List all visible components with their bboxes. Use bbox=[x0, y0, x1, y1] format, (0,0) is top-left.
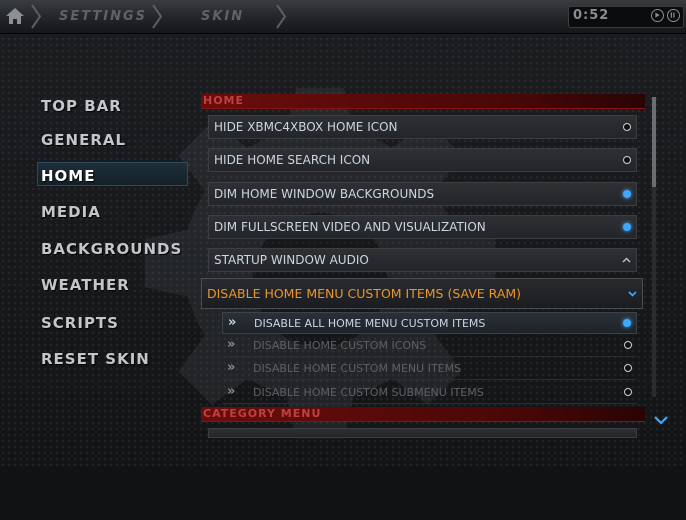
breadcrumb-skin[interactable]: SKIN bbox=[201, 9, 245, 24]
breadcrumb-separator-icon bbox=[276, 4, 287, 29]
menu-item-reset-skin[interactable]: RESET SKIN bbox=[41, 350, 150, 368]
menu-item-home[interactable]: HOME bbox=[41, 167, 96, 185]
breadcrumb-separator-icon bbox=[31, 4, 42, 29]
setting-label: STARTUP WINDOW AUDIO bbox=[214, 253, 369, 267]
play-icon[interactable] bbox=[651, 9, 664, 22]
section-title: CATEGORY MENU bbox=[203, 407, 322, 420]
menu-item-backgrounds[interactable]: BACKGROUNDS bbox=[41, 240, 183, 258]
double-chevron-right-icon: » bbox=[228, 315, 237, 330]
scroll-down-icon[interactable] bbox=[653, 414, 669, 426]
setting-label: DISABLE HOME CUSTOM SUBMENU ITEMS bbox=[253, 386, 484, 399]
chevron-down-icon bbox=[628, 291, 637, 297]
clock: 0:52 bbox=[573, 8, 610, 23]
sub-setting-disable-custom-menu-items[interactable]: » DISABLE HOME CUSTOM MENU ITEMS bbox=[222, 358, 637, 380]
double-chevron-right-icon: » bbox=[227, 360, 236, 375]
menu-item-weather[interactable]: WEATHER bbox=[41, 276, 130, 294]
menu-selection-highlight bbox=[37, 162, 188, 186]
menu-item-scripts[interactable]: SCRIPTS bbox=[41, 314, 119, 332]
radio-off-icon bbox=[624, 341, 632, 349]
setting-row-partial[interactable] bbox=[208, 428, 637, 438]
setting-startup-window-audio[interactable]: STARTUP WINDOW AUDIO bbox=[208, 248, 637, 272]
radio-on-icon bbox=[623, 319, 631, 327]
radio-on-icon bbox=[623, 190, 631, 198]
setting-label: DIM FULLSCREEN VIDEO AND VISUALIZATION bbox=[214, 220, 486, 234]
scrollbar-track[interactable] bbox=[652, 97, 656, 397]
setting-label: DIM HOME WINDOW BACKGROUNDS bbox=[214, 187, 435, 201]
radio-off-icon bbox=[623, 123, 631, 131]
home-icon[interactable] bbox=[4, 5, 26, 27]
sub-setting-disable-custom-submenu-items[interactable]: » DISABLE HOME CUSTOM SUBMENU ITEMS bbox=[222, 382, 637, 404]
menu-item-top-bar[interactable]: TOP BAR bbox=[41, 97, 122, 115]
setting-hide-xbmc4xbox-home-icon[interactable]: HIDE XBMC4XBOX HOME ICON bbox=[208, 115, 637, 139]
radio-off-icon bbox=[624, 364, 632, 372]
double-chevron-right-icon: » bbox=[227, 384, 236, 399]
breadcrumb-separator-icon bbox=[152, 4, 163, 29]
scrollbar-thumb[interactable] bbox=[652, 97, 656, 187]
setting-hide-home-search-icon[interactable]: HIDE HOME SEARCH ICON bbox=[208, 148, 637, 172]
sub-setting-disable-custom-icons[interactable]: » DISABLE HOME CUSTOM ICONS bbox=[222, 335, 637, 357]
menu-item-general[interactable]: GENERAL bbox=[41, 131, 127, 149]
setting-label: DISABLE HOME MENU CUSTOM ITEMS (SAVE RAM… bbox=[207, 286, 522, 301]
double-chevron-right-icon: » bbox=[227, 337, 236, 352]
setting-dim-home-window-backgrounds[interactable]: DIM HOME WINDOW BACKGROUNDS bbox=[208, 182, 637, 206]
setting-label: HIDE HOME SEARCH ICON bbox=[214, 153, 371, 167]
setting-label: HIDE XBMC4XBOX HOME ICON bbox=[214, 120, 398, 134]
setting-dim-fullscreen-video[interactable]: DIM FULLSCREEN VIDEO AND VISUALIZATION bbox=[208, 215, 637, 239]
section-header-category-menu: CATEGORY MENU bbox=[201, 407, 645, 422]
power-icon[interactable] bbox=[667, 9, 680, 22]
radio-on-icon bbox=[623, 223, 631, 231]
breadcrumb-settings[interactable]: SETTINGS bbox=[59, 9, 148, 24]
section-header-home: HOME bbox=[201, 94, 645, 109]
sub-setting-disable-all-custom-items[interactable]: » DISABLE ALL HOME MENU CUSTOM ITEMS bbox=[222, 312, 637, 334]
radio-off-icon bbox=[624, 388, 632, 396]
radio-off-icon bbox=[623, 156, 631, 164]
setting-disable-home-menu-custom-items[interactable]: DISABLE HOME MENU CUSTOM ITEMS (SAVE RAM… bbox=[201, 278, 643, 309]
menu-item-media[interactable]: MEDIA bbox=[41, 203, 101, 221]
chevron-up-icon bbox=[622, 257, 631, 263]
section-title: HOME bbox=[203, 94, 245, 107]
setting-label: DISABLE HOME CUSTOM ICONS bbox=[253, 339, 427, 352]
setting-label: DISABLE ALL HOME MENU CUSTOM ITEMS bbox=[254, 317, 486, 330]
setting-label: DISABLE HOME CUSTOM MENU ITEMS bbox=[253, 362, 462, 375]
